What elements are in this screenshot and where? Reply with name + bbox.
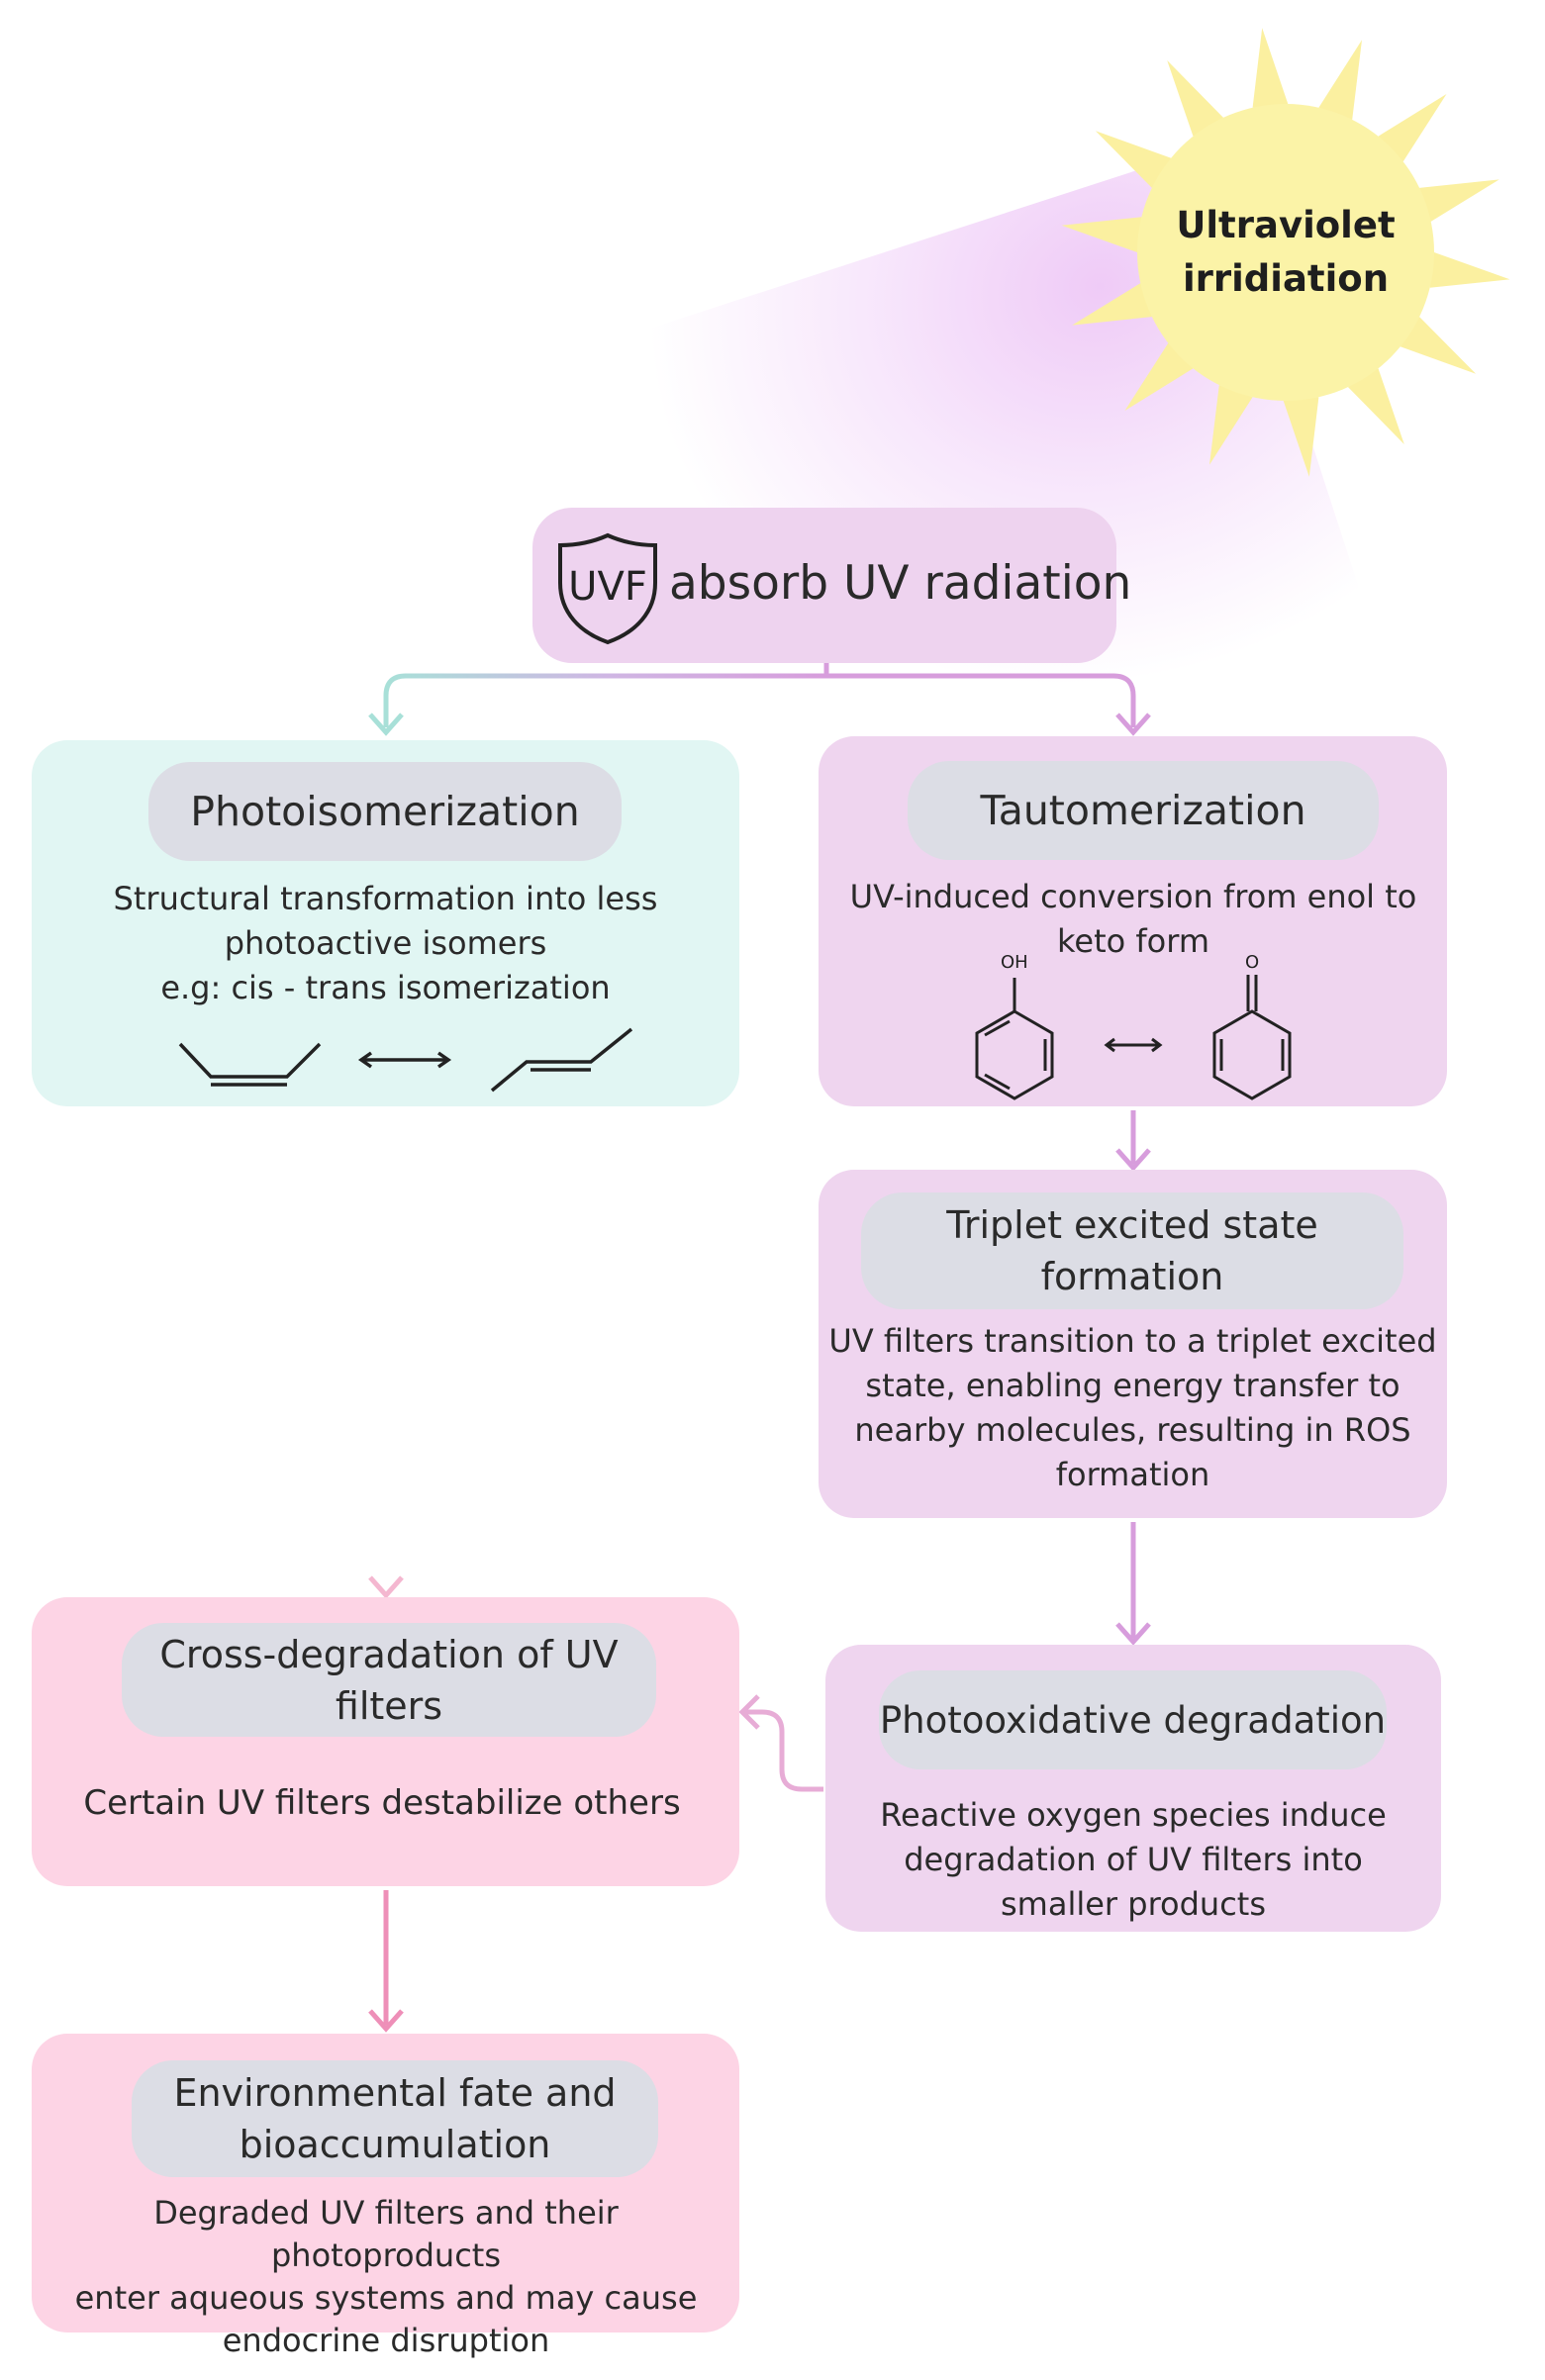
environmental-title-line1: Environmental fate and	[173, 2071, 617, 2115]
triplet-line4: formation	[1055, 1456, 1210, 1493]
photoisomerization-line2: photoactive isomers	[224, 924, 547, 962]
tautomerization-title: Tautomerization	[980, 787, 1306, 834]
triplet-line2: state, enabling energy transfer to	[865, 1367, 1400, 1404]
sun-label-line2: irridiation	[1182, 257, 1390, 300]
photoisomerization-line3: e.g: cis - trans isomerization	[160, 969, 611, 1006]
sun-ray	[1167, 60, 1223, 137]
environmental-title-pill: Environmental fate and bioaccumulation	[132, 2060, 658, 2177]
tautomerization-line1: UV-induced conversion from enol to	[849, 878, 1417, 915]
tautomerization-line2: keto form	[1057, 922, 1209, 960]
shield-label: UVF	[568, 564, 647, 610]
arrow-to-triplet	[1115, 1148, 1151, 1172]
phenol-icon	[975, 1009, 1054, 1100]
o-label: O	[1245, 952, 1259, 973]
arrow-to-photooxidative	[1115, 1622, 1151, 1646]
sun-ray	[1061, 217, 1142, 252]
environmental-line2: enter aqueous systems and may cause	[74, 2279, 698, 2317]
triplet-title-line2: formation	[1040, 1255, 1224, 1298]
sun-ray	[1400, 317, 1477, 374]
cross-title-line2: filters	[335, 1683, 443, 1728]
photoisomerization-line1: Structural transformation into less	[113, 880, 658, 917]
environmental-title-line2: bioaccumulation	[239, 2123, 551, 2166]
arrow-to-photoisomerization	[368, 713, 404, 736]
arrow-photooxidative-to-cross	[738, 1694, 760, 1730]
arrow-to-tautomerization	[1115, 713, 1151, 736]
arrow-to-environmental	[368, 2009, 404, 2033]
cross-line1: Certain UV filters destabilize others	[83, 1783, 681, 1823]
trans-isomer-icon	[490, 1027, 633, 1093]
sun-ray	[1378, 94, 1447, 162]
top-label: absorb UV radiation	[669, 556, 1132, 611]
shield-icon	[558, 532, 657, 645]
cis-isomer-icon	[178, 1042, 322, 1079]
sun-ray	[1429, 252, 1510, 288]
sun-ray	[1124, 342, 1194, 411]
sun-ray	[1095, 131, 1172, 188]
photooxidative-line1: Reactive oxygen species induce	[880, 1796, 1387, 1834]
cross-description: Certain UV filters destabilize others	[51, 1781, 713, 1826]
oh-label: OH	[1001, 952, 1028, 973]
sun-ray	[1209, 385, 1253, 465]
triplet-title-line1: Triplet excited state	[946, 1203, 1318, 1247]
sun-ray	[1283, 397, 1319, 477]
photoisomerization-description: Structural transformation into less phot…	[51, 877, 720, 1010]
photooxidative-title: Photooxidative degradation	[879, 1698, 1387, 1742]
sun-icon: Ultraviolet irridiation	[1137, 104, 1434, 401]
environmental-line1: Degraded UV filters and their photoprodu…	[153, 2194, 619, 2274]
photooxidative-line3: smaller products	[1001, 1885, 1266, 1923]
photooxidative-line2: degradation of UV filters into	[904, 1841, 1363, 1878]
uvf-absorb-box	[532, 508, 1116, 663]
photoisomerization-title: Photoisomerization	[190, 788, 580, 835]
photoisomerization-title-pill: Photoisomerization	[148, 762, 622, 861]
sun-ray	[1318, 40, 1362, 120]
photooxidative-description: Reactive oxygen species induce degradati…	[836, 1793, 1430, 1927]
sun-ray	[1252, 28, 1289, 108]
split-connector	[383, 663, 829, 727]
ketone-icon	[1212, 1009, 1292, 1100]
sun-label-line1: Ultraviolet	[1176, 204, 1396, 246]
environmental-description: Degraded UV filters and their photoprodu…	[45, 2192, 727, 2362]
triplet-description: UV filters transition to a triplet excit…	[827, 1319, 1438, 1497]
sun-ray	[1348, 368, 1404, 444]
cross-title-line1: Cross-degradation of UV	[159, 1632, 619, 1676]
photooxidative-title-pill: Photooxidative degradation	[879, 1670, 1387, 1769]
sun-ray	[1419, 179, 1499, 222]
sun-ray	[1072, 283, 1152, 326]
environmental-line3: endocrine disruption	[222, 2322, 550, 2359]
tautomerization-description: UV-induced conversion from enol to keto …	[831, 875, 1435, 964]
arrow-to-cross-degradation	[368, 1575, 404, 1599]
triplet-title-pill: Triplet excited state formation	[861, 1192, 1403, 1309]
triplet-line3: nearby molecules, resulting in ROS	[854, 1411, 1411, 1449]
tautomerization-title-pill: Tautomerization	[908, 761, 1379, 860]
triplet-line1: UV filters transition to a triplet excit…	[828, 1322, 1437, 1360]
cross-degradation-title-pill: Cross-degradation of UV filters	[122, 1623, 656, 1737]
